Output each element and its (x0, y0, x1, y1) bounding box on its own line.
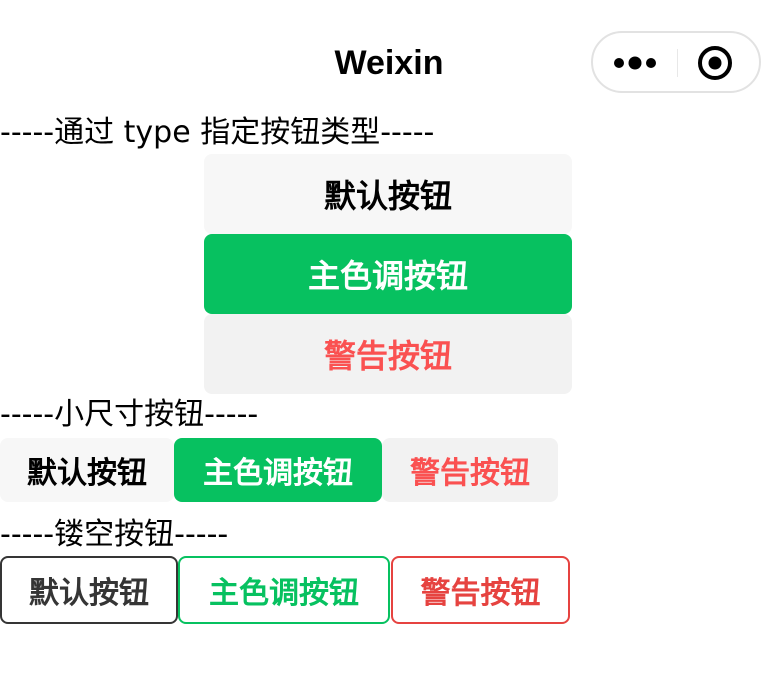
navigation-bar: Weixin (0, 0, 778, 128)
plain-default-button[interactable]: 默认按钮 (0, 556, 178, 624)
primary-button[interactable]: 主色调按钮 (204, 234, 572, 314)
plain-section-heading: -----镂空按钮----- (0, 517, 229, 552)
small-section-heading: -----小尺寸按钮----- (0, 397, 259, 432)
menu-capsule (591, 31, 761, 93)
plain-primary-button[interactable]: 主色调按钮 (178, 556, 390, 624)
type-section-heading: -----通过 type 指定按钮类型----- (0, 115, 435, 150)
warn-button[interactable]: 警告按钮 (204, 314, 572, 394)
more-dots-icon[interactable] (613, 55, 657, 71)
default-button[interactable]: 默认按钮 (204, 154, 572, 234)
plain-warn-button[interactable]: 警告按钮 (391, 556, 570, 624)
small-default-button[interactable]: 默认按钮 (0, 438, 174, 502)
target-close-icon[interactable] (697, 45, 733, 81)
nav-title: Weixin (334, 44, 444, 82)
small-primary-button[interactable]: 主色调按钮 (174, 438, 382, 502)
capsule-divider (677, 49, 678, 77)
small-warn-button[interactable]: 警告按钮 (382, 438, 558, 502)
